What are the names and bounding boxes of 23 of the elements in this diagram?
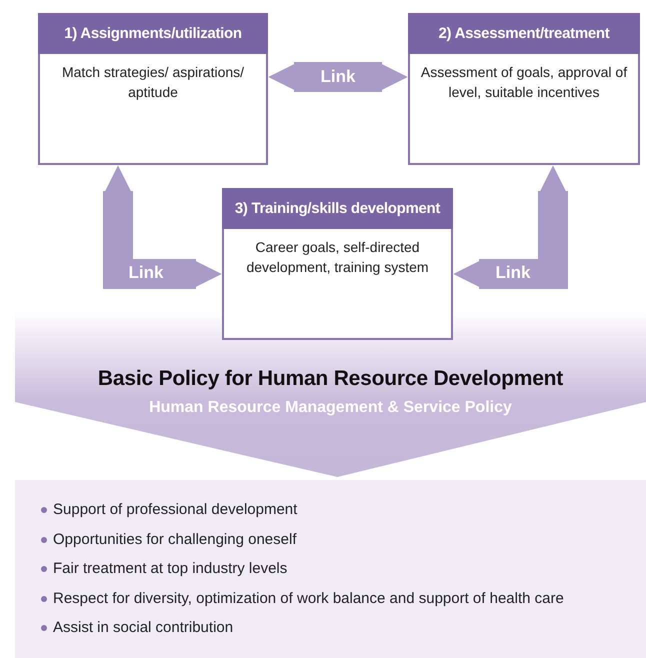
bullet-item: Respect for diversity, optimization of work balance and support of health care xyxy=(41,588,646,618)
box-text: Assessment of goals, approval of level, suitable incentives xyxy=(420,63,628,102)
bullet-item: Opportunities for challenging oneself xyxy=(41,530,646,559)
double-arrow xyxy=(103,165,222,289)
double-arrow xyxy=(453,165,568,289)
box-text: Match strategies/ aspirations/ aptitude xyxy=(60,63,246,102)
box-heading: 1) Assignments/utilization xyxy=(38,13,268,54)
box-text: Career goals, self-directed development, training system xyxy=(245,238,430,278)
process-box xyxy=(408,13,640,165)
process-box xyxy=(222,188,453,340)
bullet-item: Support of professional development xyxy=(41,500,646,530)
double-arrow xyxy=(268,62,408,92)
edge-label: Link xyxy=(128,263,164,283)
policy-subtitle: Human Resource Management & Service Policy xyxy=(148,399,513,417)
bullet-item: Fair treatment at top industry levels xyxy=(41,559,646,588)
process-box xyxy=(38,13,268,165)
box-heading: 2) Assessment/treatment xyxy=(408,13,640,54)
bullet-item: Assist in social contribution xyxy=(41,618,646,648)
box-heading: 3) Training/skills development xyxy=(222,188,453,229)
policy-panel xyxy=(15,480,646,658)
policy-title: Basic Policy for Human Resource Development xyxy=(96,367,564,391)
edge-label: Link xyxy=(496,263,530,283)
edge-label: Link xyxy=(320,67,356,87)
